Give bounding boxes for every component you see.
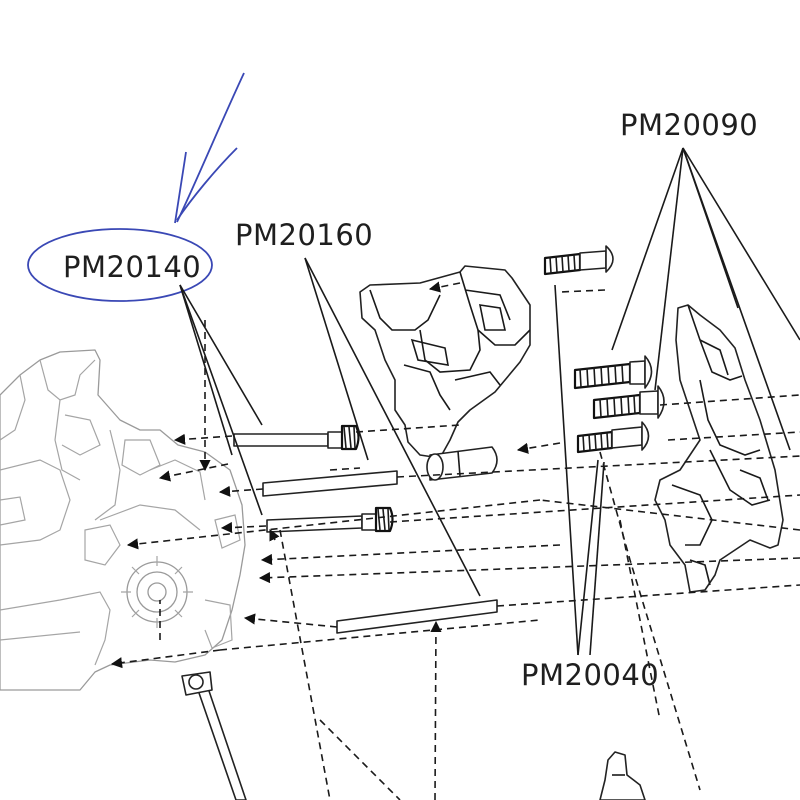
label-pm20090: PM20090: [620, 108, 759, 142]
pin-pm20140-lower: [266, 506, 394, 533]
screw-pm20090-2: [592, 385, 665, 420]
label-pm20160: PM20160: [235, 218, 374, 252]
screw-top: [543, 245, 614, 276]
center-bracket: [359, 265, 531, 481]
gearbox-housing: [0, 349, 246, 691]
assembly-guide-lines: [110, 281, 800, 800]
screw-pm20040: [576, 421, 650, 454]
rod-pm20160-lower: [336, 599, 498, 634]
label-pm20140: PM20140: [63, 250, 202, 284]
leader-lines: [179, 147, 800, 656]
bottom-part-fragment: [599, 751, 646, 800]
label-pm20040: PM20040: [521, 658, 660, 692]
right-bracket: [654, 304, 784, 593]
pin-pm20140-upper: [233, 424, 360, 451]
rod-pm20160-upper: [262, 470, 398, 497]
drive-shaft: [181, 671, 247, 800]
screw-pm20090-1: [573, 355, 653, 390]
blue-annotation: [27, 72, 245, 302]
